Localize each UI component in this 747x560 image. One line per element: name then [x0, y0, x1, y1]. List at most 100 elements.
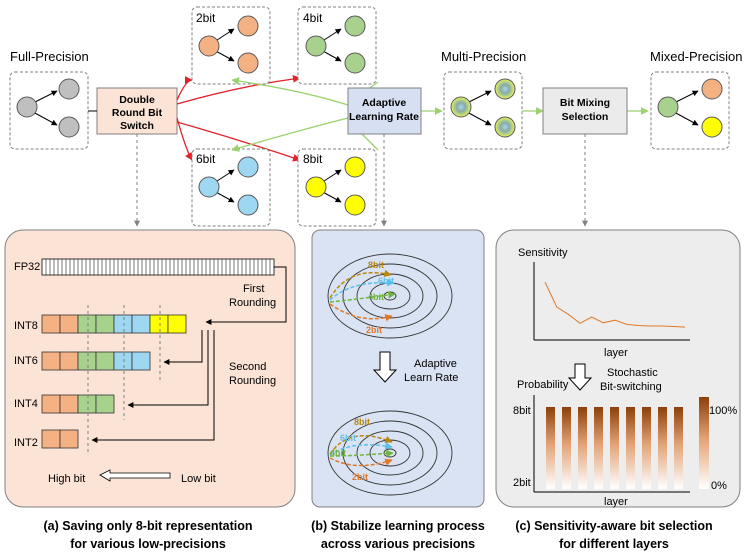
svg-text:FP32: FP32	[14, 261, 40, 273]
svg-text:INT6: INT6	[14, 355, 38, 367]
svg-text:Rounding: Rounding	[229, 375, 276, 387]
svg-text:INT4: INT4	[14, 398, 38, 410]
svg-text:Switch: Switch	[120, 120, 154, 132]
svg-text:Second: Second	[229, 361, 266, 373]
svg-text:Round Bit: Round Bit	[112, 107, 163, 119]
bit-cell	[131, 351, 151, 371]
contour-ring	[356, 430, 424, 476]
svg-text:layer: layer	[604, 347, 628, 359]
svg-text:Learn Rate: Learn Rate	[404, 372, 458, 384]
probability-bar	[546, 407, 555, 489]
probability-bar	[578, 407, 587, 489]
svg-text:Rounding: Rounding	[229, 297, 276, 309]
bit-cell	[167, 314, 187, 334]
svg-text:Selection: Selection	[562, 111, 609, 123]
probability-bar	[562, 407, 571, 489]
bit-cell	[59, 394, 79, 414]
sensitivity-curve	[544, 281, 686, 328]
svg-text:First: First	[243, 283, 264, 295]
bit-cell	[41, 394, 61, 414]
svg-text:6bit: 6bit	[378, 276, 394, 286]
bit-cell	[149, 314, 169, 334]
panel-a: FP32 INT8 INT6 INT4 INT2 First Rounding …	[4, 229, 296, 508]
bit-cell	[59, 314, 79, 334]
captions: (a) Saving only 8-bit representation for…	[43, 519, 712, 551]
contour-ring	[327, 253, 453, 339]
svg-text:Double: Double	[119, 94, 155, 106]
mixed-precision-graph	[650, 71, 730, 150]
svg-text:Probability: Probability	[517, 379, 569, 391]
svg-text:4bit: 4bit	[330, 448, 346, 458]
adaptive-learning-rate-box: Adaptive Learning Rate	[347, 87, 422, 135]
svg-text:2bit: 2bit	[366, 325, 382, 335]
svg-text:8bit: 8bit	[368, 260, 384, 270]
bit-cell	[95, 314, 115, 334]
svg-text:2bit: 2bit	[196, 11, 216, 25]
svg-text:Adaptive: Adaptive	[414, 358, 457, 370]
svg-text:2bit: 2bit	[352, 472, 368, 482]
bit-cell	[59, 351, 79, 371]
double-round-bit-switch-box: Double Round Bit Switch	[96, 87, 178, 135]
svg-text:High bit: High bit	[48, 473, 85, 485]
bit-cell	[41, 429, 61, 449]
graph-8bit: 8bit	[297, 148, 377, 227]
probability-bar	[674, 407, 683, 489]
bit-cell	[59, 429, 79, 449]
svg-text:Bit Mixing: Bit Mixing	[560, 97, 610, 109]
bit-mixing-selection-box: Bit Mixing Selection	[542, 87, 628, 135]
multi-precision-graph	[443, 71, 523, 150]
svg-text:(a) Saving only 8-bit represen: (a) Saving only 8-bit representation	[43, 519, 252, 533]
full-precision-graph	[9, 71, 89, 150]
contour-ring	[327, 410, 453, 496]
panel-c: Sensitivity layer Stochastic Bit-switchi…	[495, 229, 741, 508]
svg-text:for different layers: for different layers	[559, 537, 669, 551]
svg-text:Bit-switching: Bit-switching	[600, 381, 662, 393]
probability-bar	[594, 407, 603, 489]
red-arrows	[176, 75, 301, 162]
svg-text:Sensitivity: Sensitivity	[518, 247, 568, 259]
mixed-precision-label: Mixed-Precision	[650, 49, 742, 64]
svg-text:6bit: 6bit	[196, 152, 216, 166]
svg-text:(b) Stabilize learning process: (b) Stabilize learning process	[311, 519, 485, 533]
bit-cell	[77, 314, 97, 334]
svg-text:(c) Sensitivity-aware bit sele: (c) Sensitivity-aware bit selection	[515, 519, 712, 533]
probability-bar	[610, 407, 619, 489]
svg-text:Adaptive: Adaptive	[362, 97, 407, 109]
svg-text:4bit: 4bit	[303, 11, 323, 25]
svg-text:Learning Rate: Learning Rate	[349, 111, 419, 123]
svg-text:4bit: 4bit	[368, 292, 384, 302]
svg-text:INT2: INT2	[14, 437, 38, 449]
svg-text:layer: layer	[604, 496, 628, 508]
svg-text:2bit: 2bit	[513, 477, 531, 489]
bit-cell	[41, 314, 61, 334]
svg-text:8bit: 8bit	[354, 417, 370, 427]
svg-text:across various precisions: across various precisions	[321, 537, 475, 551]
probability-bar	[642, 407, 651, 489]
probability-bar	[626, 407, 635, 489]
bit-cell	[95, 394, 115, 414]
bit-cell	[131, 314, 151, 334]
bit-cell	[77, 394, 97, 414]
graph-2bit: 2bit	[191, 6, 271, 85]
svg-text:Low bit: Low bit	[181, 473, 216, 485]
bit-cell	[113, 351, 133, 371]
multi-precision-label: Multi-Precision	[441, 49, 526, 64]
svg-text:100%: 100%	[709, 405, 737, 417]
graph-4bit: 4bit	[297, 6, 377, 85]
svg-text:6bit: 6bit	[340, 433, 356, 443]
contour-ring	[342, 263, 438, 329]
contour-ring	[342, 420, 438, 486]
bit-cell	[77, 351, 97, 371]
svg-text:INT8: INT8	[14, 320, 38, 332]
bit-cell	[113, 314, 133, 334]
probability-bar	[658, 407, 667, 489]
bit-cell	[41, 351, 61, 371]
svg-text:8bit: 8bit	[513, 405, 531, 417]
svg-text:Stochastic: Stochastic	[607, 367, 658, 379]
svg-text:0%: 0%	[711, 480, 727, 492]
panel-b: 8bit 6bit 4bit 2bit Adaptive Learn Rate …	[311, 229, 485, 508]
full-precision-label: Full-Precision	[10, 49, 89, 64]
bit-cell	[95, 351, 115, 371]
